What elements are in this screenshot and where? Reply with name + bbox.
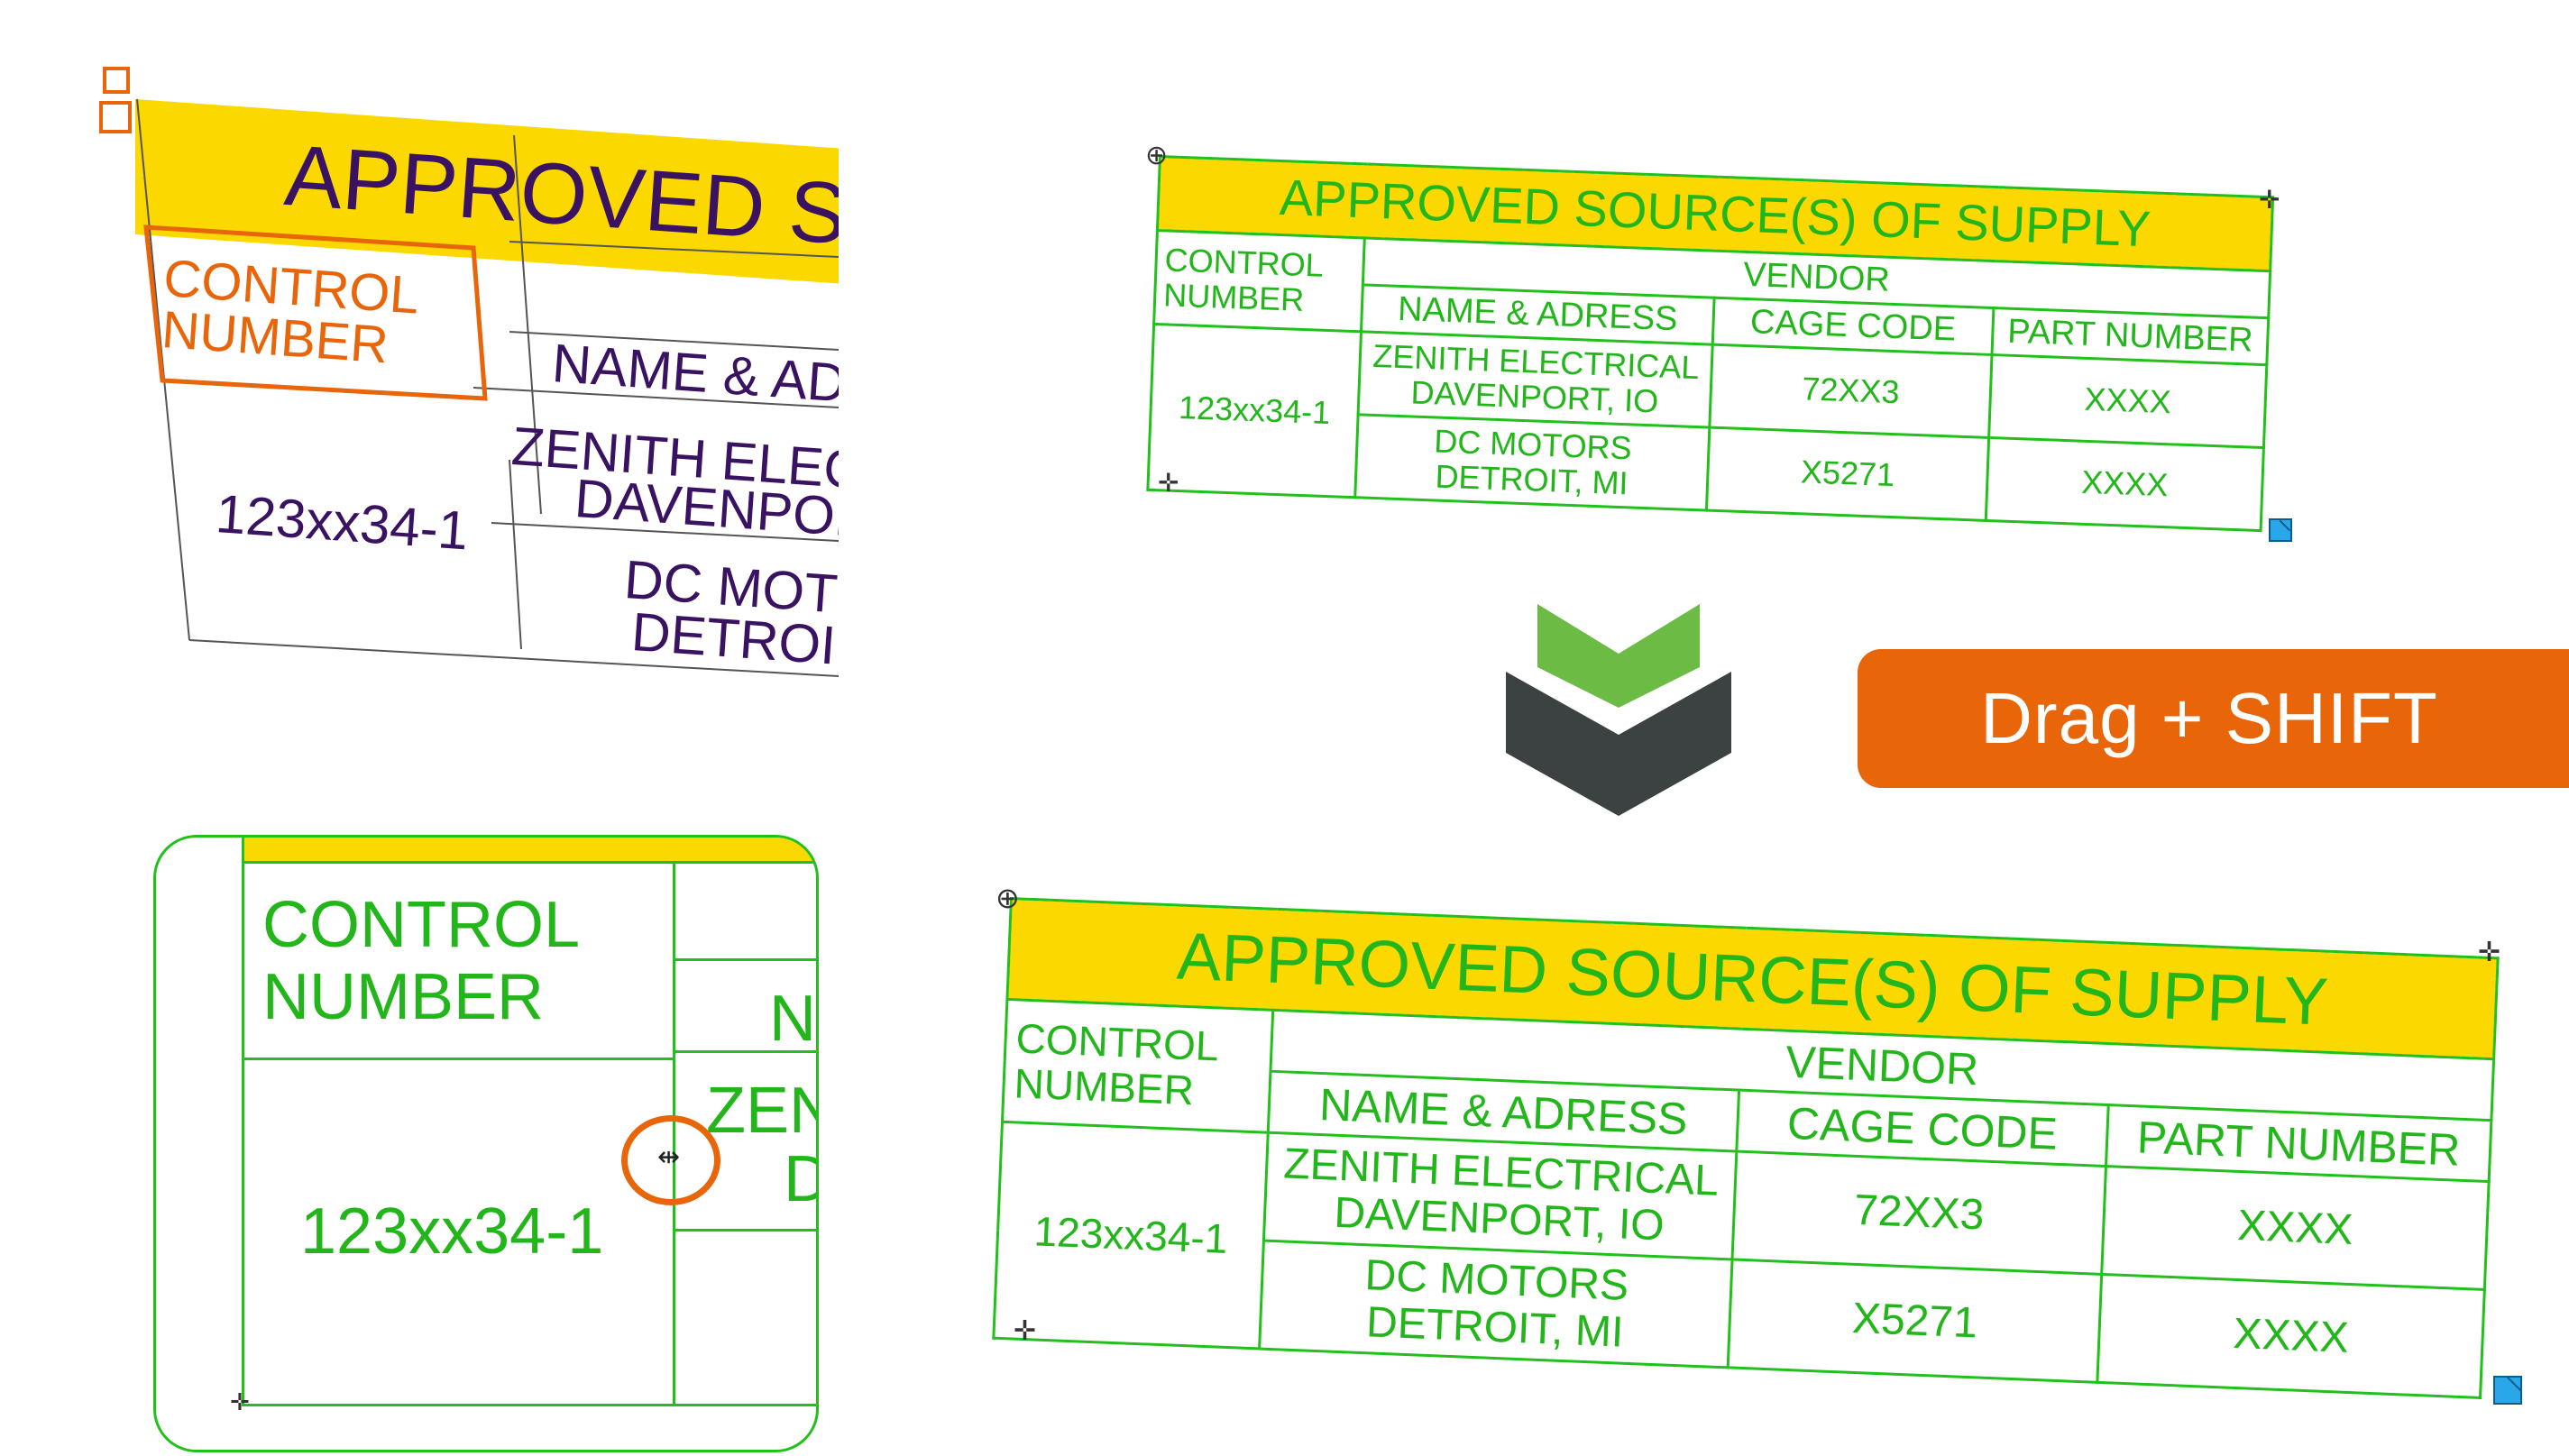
part-number-cell: XXXX (1986, 437, 2264, 531)
detail-grid-bottom (242, 1404, 816, 1406)
table-before[interactable]: APPROVED SOURCE(S) OF SUPPLY CONTROL NUM… (1146, 155, 2273, 532)
resize-grip-icon[interactable] (2493, 1376, 2522, 1405)
detail-control-value: 123xx34-1 (300, 1195, 604, 1268)
cage-code-cell: 72XX3 (1732, 1151, 2106, 1275)
part-number-cell: XXXX (1988, 354, 2267, 448)
corner-handle-icon[interactable] (103, 67, 130, 94)
detail-grid-vendor (673, 958, 816, 961)
control-header-line2: NUMBER (1162, 275, 1306, 318)
corner-handle-icon[interactable]: ✛ (2259, 185, 2280, 215)
resize-grip-icon[interactable] (2269, 518, 2292, 542)
chevron-down-arrow-icon (1506, 604, 1731, 816)
table-after[interactable]: APPROVED SOURCE(S) OF SUPPLY CONTROL NUM… (992, 897, 2499, 1399)
detail-crop-panel: CONTROL NUMBER N 123xx34-1 ZEN D ⇹ ✛ (153, 835, 819, 1452)
detail-name-header: N (769, 983, 816, 1055)
vendor-name-cell: DC MOTORS DETROIT, MI (1259, 1241, 1733, 1368)
control-number-value: 123xx34-1 (1147, 324, 1362, 498)
vendor-name-cell: ZENITH ELECTRICAL DAVENPORT, IO (1358, 331, 1713, 428)
resize-cursor-icon[interactable]: ⇹ (657, 1141, 681, 1173)
detail-grid-header (673, 1050, 816, 1053)
detail-grid-row2 (673, 1229, 816, 1232)
detail-row1-line1: ZEN (706, 1075, 816, 1147)
corner-handle-icon[interactable]: ✛ (230, 1389, 250, 1416)
control-number-header: CONTROL NUMBER (1002, 999, 1273, 1133)
cage-code-cell: X5271 (1706, 427, 1989, 521)
vendor-name-cell: ZENITH ELECTRICAL DAVENPORT, IO (1263, 1132, 1737, 1259)
corner-handle-icon[interactable]: ✛ (2478, 937, 2501, 968)
corner-handle-icon[interactable]: ⊕ (1145, 140, 1169, 171)
control-number-header: CONTROL NUMBER (1153, 230, 1365, 332)
cage-code-cell: 72XX3 (1709, 344, 1993, 438)
detail-control-header-line1: CONTROL (262, 889, 581, 961)
detail-grid-row1 (242, 1058, 674, 1060)
detail-row1-line2: D (784, 1142, 816, 1216)
detail-grid-left (242, 838, 244, 1406)
cage-code-cell: X5271 (1728, 1259, 2102, 1383)
detail-title-band (242, 838, 816, 864)
callout-label: Drag + SHIFT (1980, 678, 2438, 758)
zoom-grid-lines (99, 98, 839, 677)
corner-handle-icon[interactable]: ✛ (1014, 1315, 1037, 1347)
part-number-cell: XXXX (2096, 1274, 2485, 1398)
part-number-cell: XXXX (2101, 1166, 2490, 1290)
corner-handle-icon[interactable]: ⊕ (995, 881, 1020, 915)
drag-shift-callout: Drag + SHIFT (1858, 649, 2569, 788)
corner-handle-icon[interactable]: ✛ (1158, 468, 1179, 498)
control-header-line2: NUMBER (1013, 1058, 1195, 1113)
detail-control-header-line2: NUMBER (262, 961, 545, 1033)
vendor-name-cell: DC MOTORS DETROIT, MI (1354, 414, 1710, 511)
zoom-crop-panel: APPROVED S CONTROL NUMBER NAME & AD 123x… (90, 63, 839, 694)
resize-cursor-highlight (621, 1115, 720, 1205)
